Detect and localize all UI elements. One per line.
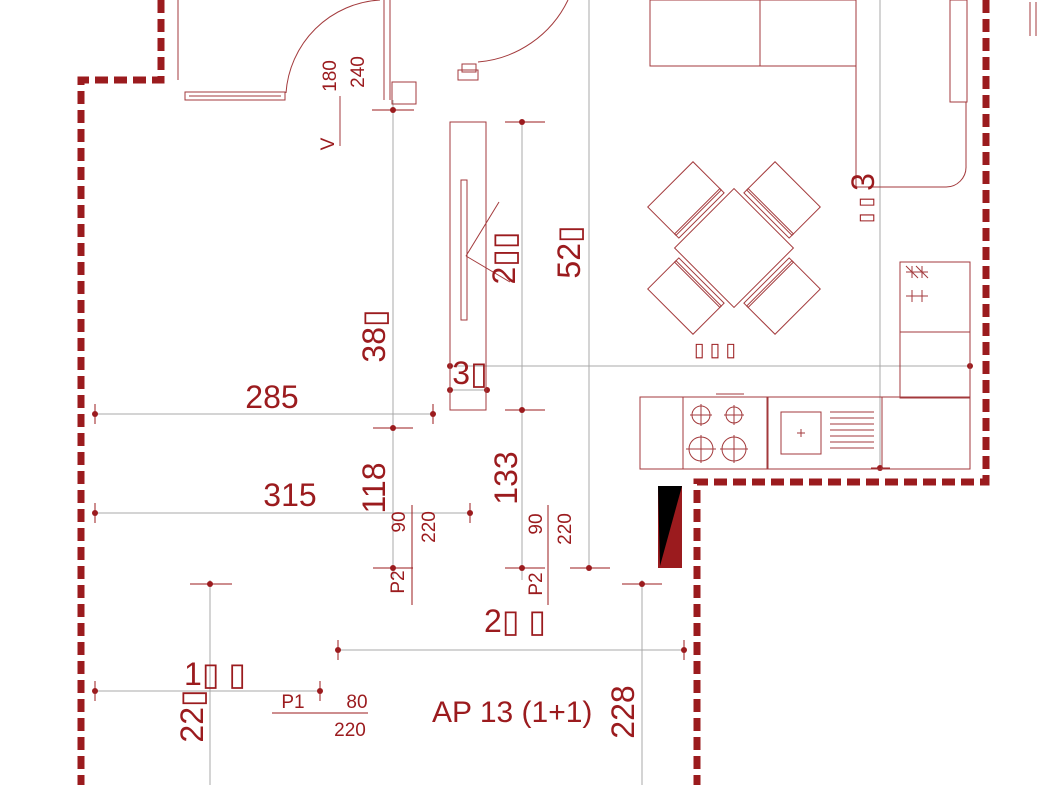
- dim-3x: 3▯: [452, 355, 487, 391]
- dining-table-with-chairs: [647, 161, 821, 335]
- thin-dimension-lines: [95, 0, 972, 785]
- ceiling-height-mark: V: [318, 137, 339, 150]
- opening-label-lines: [272, 505, 549, 714]
- column-element: [658, 486, 682, 568]
- door-p2-right-height: 220: [555, 513, 576, 545]
- opening-labels: 180 240 V P2 90 220 P2 90 220 P1 80 220: [281, 56, 576, 741]
- dim-315: 315: [263, 477, 316, 513]
- fixtures: [177, 0, 1037, 470]
- dim-133: 133: [488, 451, 524, 504]
- top-window-width: 180: [320, 60, 341, 92]
- dim-2xx: 2▯ ▯: [484, 603, 546, 639]
- door-p2-right-width: 90: [526, 513, 547, 534]
- door-p2-left-width: 90: [389, 511, 410, 532]
- dim-2xx-vertical: 2▯▯: [486, 231, 522, 284]
- dim-xxx: ▯ ▯ ▯: [694, 340, 736, 361]
- dim-118: 118: [356, 462, 392, 513]
- top-window-height: 240: [348, 56, 369, 88]
- dim-52x: 52▯: [551, 225, 587, 278]
- dim-228: 228: [605, 685, 641, 738]
- dim-3: 3: [845, 173, 881, 191]
- dim-xx: ▯ ▯: [856, 197, 877, 223]
- door-p1-width: 80: [346, 692, 367, 713]
- apartment-label: AP 13 (1+1): [432, 696, 592, 729]
- dim-38x: 38▯: [356, 309, 392, 362]
- dim-22x: 22▯: [174, 689, 210, 742]
- door-p1-name: P1: [281, 692, 304, 713]
- dim-1xx: 1▯ ▯: [184, 656, 246, 692]
- exterior-walls: [77, 0, 990, 785]
- dimension-labels: 285 315 2▯ ▯ 1▯ ▯ 3▯ 38▯ 118 133 52▯ 2▯▯…: [174, 173, 881, 743]
- door-p1-height: 220: [334, 720, 366, 741]
- door-p2-left-name: P2: [388, 570, 409, 593]
- door-p2-right-name: P2: [526, 572, 547, 595]
- dim-285: 285: [245, 379, 298, 415]
- door-p2-left-height: 220: [419, 511, 440, 543]
